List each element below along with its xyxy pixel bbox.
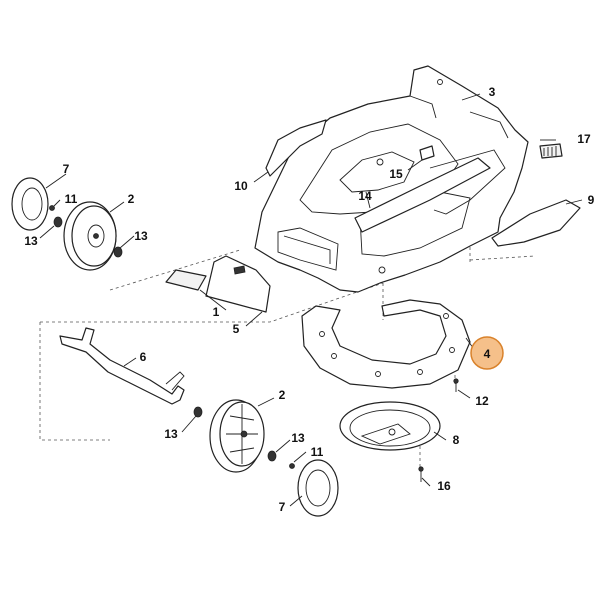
callout-10: 10 [234, 179, 248, 193]
callout-11-lower: 11 [311, 445, 324, 459]
part-16-screw [418, 466, 424, 482]
part-13-washer-lower-right [267, 450, 277, 462]
callout-8: 8 [453, 433, 460, 447]
part-17-plug [539, 143, 563, 159]
part-12-screw [453, 378, 459, 392]
part-11-nut-lower [289, 463, 295, 469]
callout-7-lower: 7 [279, 500, 286, 514]
callout-14: 14 [358, 189, 372, 203]
callout-2-lower: 2 [279, 388, 286, 402]
part-13-washer-lower-left [193, 406, 203, 418]
callout-2-upper: 2 [128, 192, 135, 206]
callout-labels: 1 2 2 3 4 5 6 7 7 8 9 10 11 11 12 13 13 … [24, 85, 594, 514]
callout-13-upper-right: 13 [134, 229, 148, 243]
callout-6: 6 [140, 350, 147, 364]
callout-13-lower-left: 13 [164, 427, 178, 441]
callout-5: 5 [233, 322, 240, 336]
callout-7-upper: 7 [63, 162, 70, 176]
callout-16: 16 [437, 479, 451, 493]
part-2-wheel-upper [63, 201, 117, 271]
part-13-washer-upper-left [53, 216, 63, 228]
part-6-axle [59, 327, 185, 405]
part-4-deck-plate [301, 299, 471, 389]
deck-housing [254, 65, 529, 293]
callout-15: 15 [389, 167, 403, 181]
callout-4: 4 [484, 347, 491, 361]
part-10-flap [265, 119, 327, 177]
callout-11-upper: 11 [65, 192, 78, 206]
callout-17: 17 [577, 132, 591, 146]
callout-13-lower-right: 13 [291, 431, 305, 445]
part-13-washer-upper-right [113, 246, 123, 258]
part-11-nut-upper [49, 205, 55, 211]
callout-13-upper-left: 13 [24, 234, 38, 248]
part-5-cover [205, 255, 271, 313]
part-1-plate [165, 269, 207, 291]
part-14-baffle [354, 157, 491, 233]
highlight-circle-part-4 [470, 336, 504, 370]
part-2-wheel-lower [209, 399, 265, 473]
callout-1: 1 [213, 305, 220, 319]
part-7-hubcap-upper [11, 177, 49, 231]
callout-9: 9 [588, 193, 595, 207]
part-9-rear-flap [491, 199, 581, 247]
part-15-clip [419, 145, 435, 161]
callout-12: 12 [475, 394, 489, 408]
part-7-hubcap-lower [297, 459, 339, 517]
callout-3: 3 [489, 85, 496, 99]
part-8-blade-disc [339, 401, 441, 451]
